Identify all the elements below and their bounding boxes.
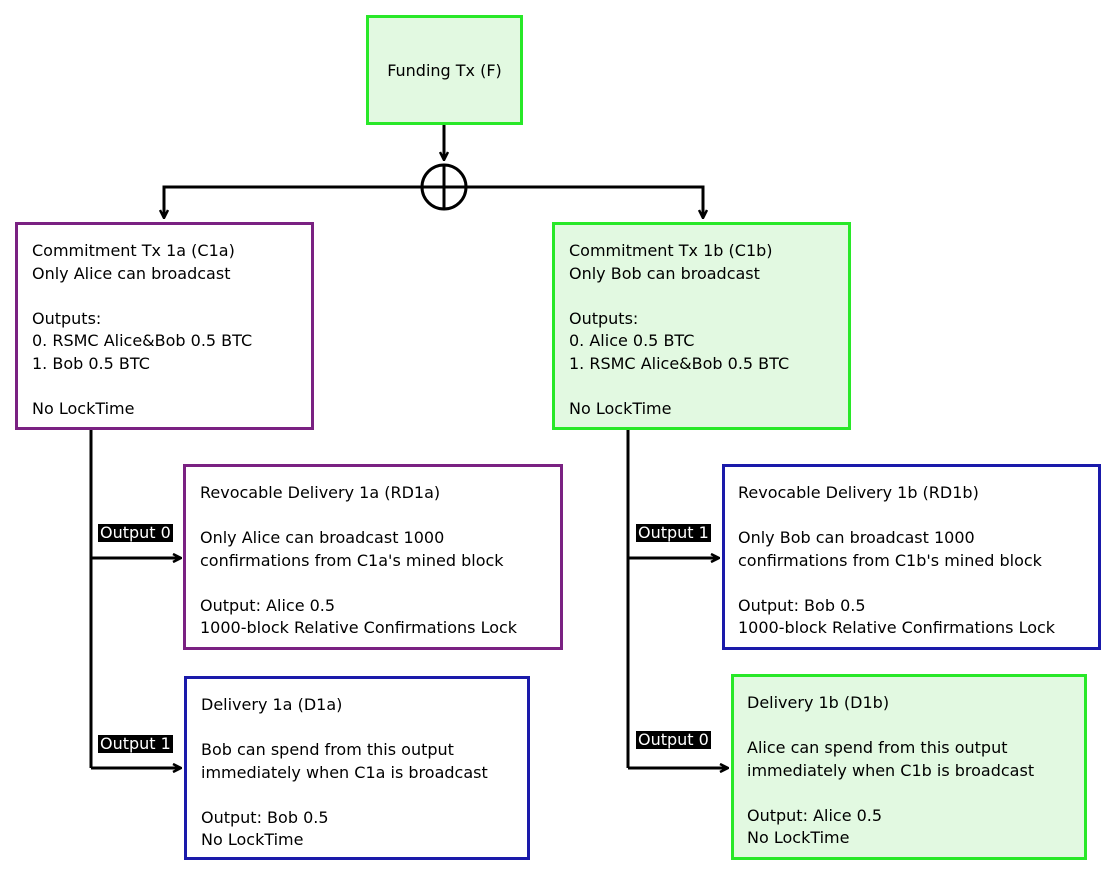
box-line: Only Bob can broadcast — [569, 263, 760, 283]
box-line: Output: Bob 0.5 — [201, 807, 329, 827]
box-line — [32, 285, 311, 308]
split-to-c1b-arrow — [466, 185, 703, 218]
box-line: Only Alice can broadcast 1000 — [200, 528, 445, 547]
box-line: immediately when C1b is broadcast — [747, 760, 1035, 780]
output-label-c1b-out1: Output 1 — [636, 523, 711, 542]
box-line — [738, 505, 1098, 528]
revocable-delivery-1b-box: Revocable Delivery 1b (RD1b) Only Bob ca… — [722, 464, 1101, 650]
box-line: 1. Bob 0.5 BTC — [32, 353, 150, 373]
box-line: Delivery 1a (D1a) — [201, 695, 343, 714]
box-line — [200, 572, 560, 595]
delivery-1b-box: Delivery 1b (D1b) Alice can spend from t… — [731, 674, 1087, 860]
box-line: Only Alice can broadcast — [32, 263, 231, 283]
output-label-c1b-out0: Output 0 — [636, 730, 711, 749]
box-line: Revocable Delivery 1b (RD1b) — [738, 483, 979, 502]
box-line: Outputs: — [569, 308, 639, 328]
box-line — [747, 715, 1084, 738]
revocable-delivery-1a-box: Revocable Delivery 1a (RD1a) Only Alice … — [183, 464, 563, 650]
box-line — [569, 375, 848, 398]
box-line: Output: Bob 0.5 — [738, 595, 866, 615]
box-line — [201, 717, 527, 740]
box-line: 1000-block Relative Confirmations Lock — [200, 618, 518, 637]
box-line: Alice can spend from this output — [747, 738, 1008, 757]
output-label-c1a-out1: Output 1 — [98, 734, 173, 753]
output-label-c1a-out0: Output 0 — [98, 523, 173, 542]
box-line: Only Bob can broadcast 1000 — [738, 528, 975, 547]
box-line: Bob can spend from this output — [201, 740, 454, 759]
box-line: 0. RSMC Alice&Bob 0.5 BTC — [32, 331, 253, 350]
commitment-tx-1b-box: Commitment Tx 1b (C1b) Only Bob can broa… — [552, 222, 851, 430]
box-line: 0. Alice 0.5 BTC — [569, 331, 695, 350]
funding-tx-box: Funding Tx (F) — [366, 15, 523, 125]
box-line: No LockTime — [747, 828, 850, 847]
box-line: Revocable Delivery 1a (RD1a) — [200, 483, 441, 502]
box-line: Output: Alice 0.5 — [747, 805, 883, 825]
commitment-tx-1a-box: Commitment Tx 1a (C1a) Only Alice can br… — [15, 222, 314, 430]
box-line — [569, 285, 848, 308]
box-line — [201, 784, 527, 807]
box-line: No LockTime — [32, 398, 135, 418]
delivery-1a-box: Delivery 1a (D1a) Bob can spend from thi… — [184, 676, 530, 860]
split-to-c1a-arrow — [164, 185, 422, 218]
box-line: Outputs: — [32, 308, 102, 328]
box-line: No LockTime — [569, 398, 672, 418]
box-line — [32, 375, 311, 398]
box-line: Delivery 1b (D1b) — [747, 693, 890, 712]
box-line: Commitment Tx 1b (C1b) — [569, 241, 773, 260]
box-line: Funding Tx (F) — [387, 61, 502, 80]
box-line: No LockTime — [201, 830, 304, 849]
box-line: immediately when C1a is broadcast — [201, 762, 488, 782]
box-line — [200, 505, 560, 528]
box-line: Output: Alice 0.5 — [200, 595, 336, 615]
box-line: 1. RSMC Alice&Bob 0.5 BTC — [569, 353, 790, 373]
box-line: 1000-block Relative Confirmations Lock — [738, 618, 1056, 637]
box-line: confirmations from C1a's mined block — [200, 550, 504, 570]
box-line — [747, 782, 1084, 805]
box-line — [738, 572, 1098, 595]
box-line: Commitment Tx 1a (C1a) — [32, 241, 235, 260]
box-line: confirmations from C1b's mined block — [738, 550, 1042, 570]
